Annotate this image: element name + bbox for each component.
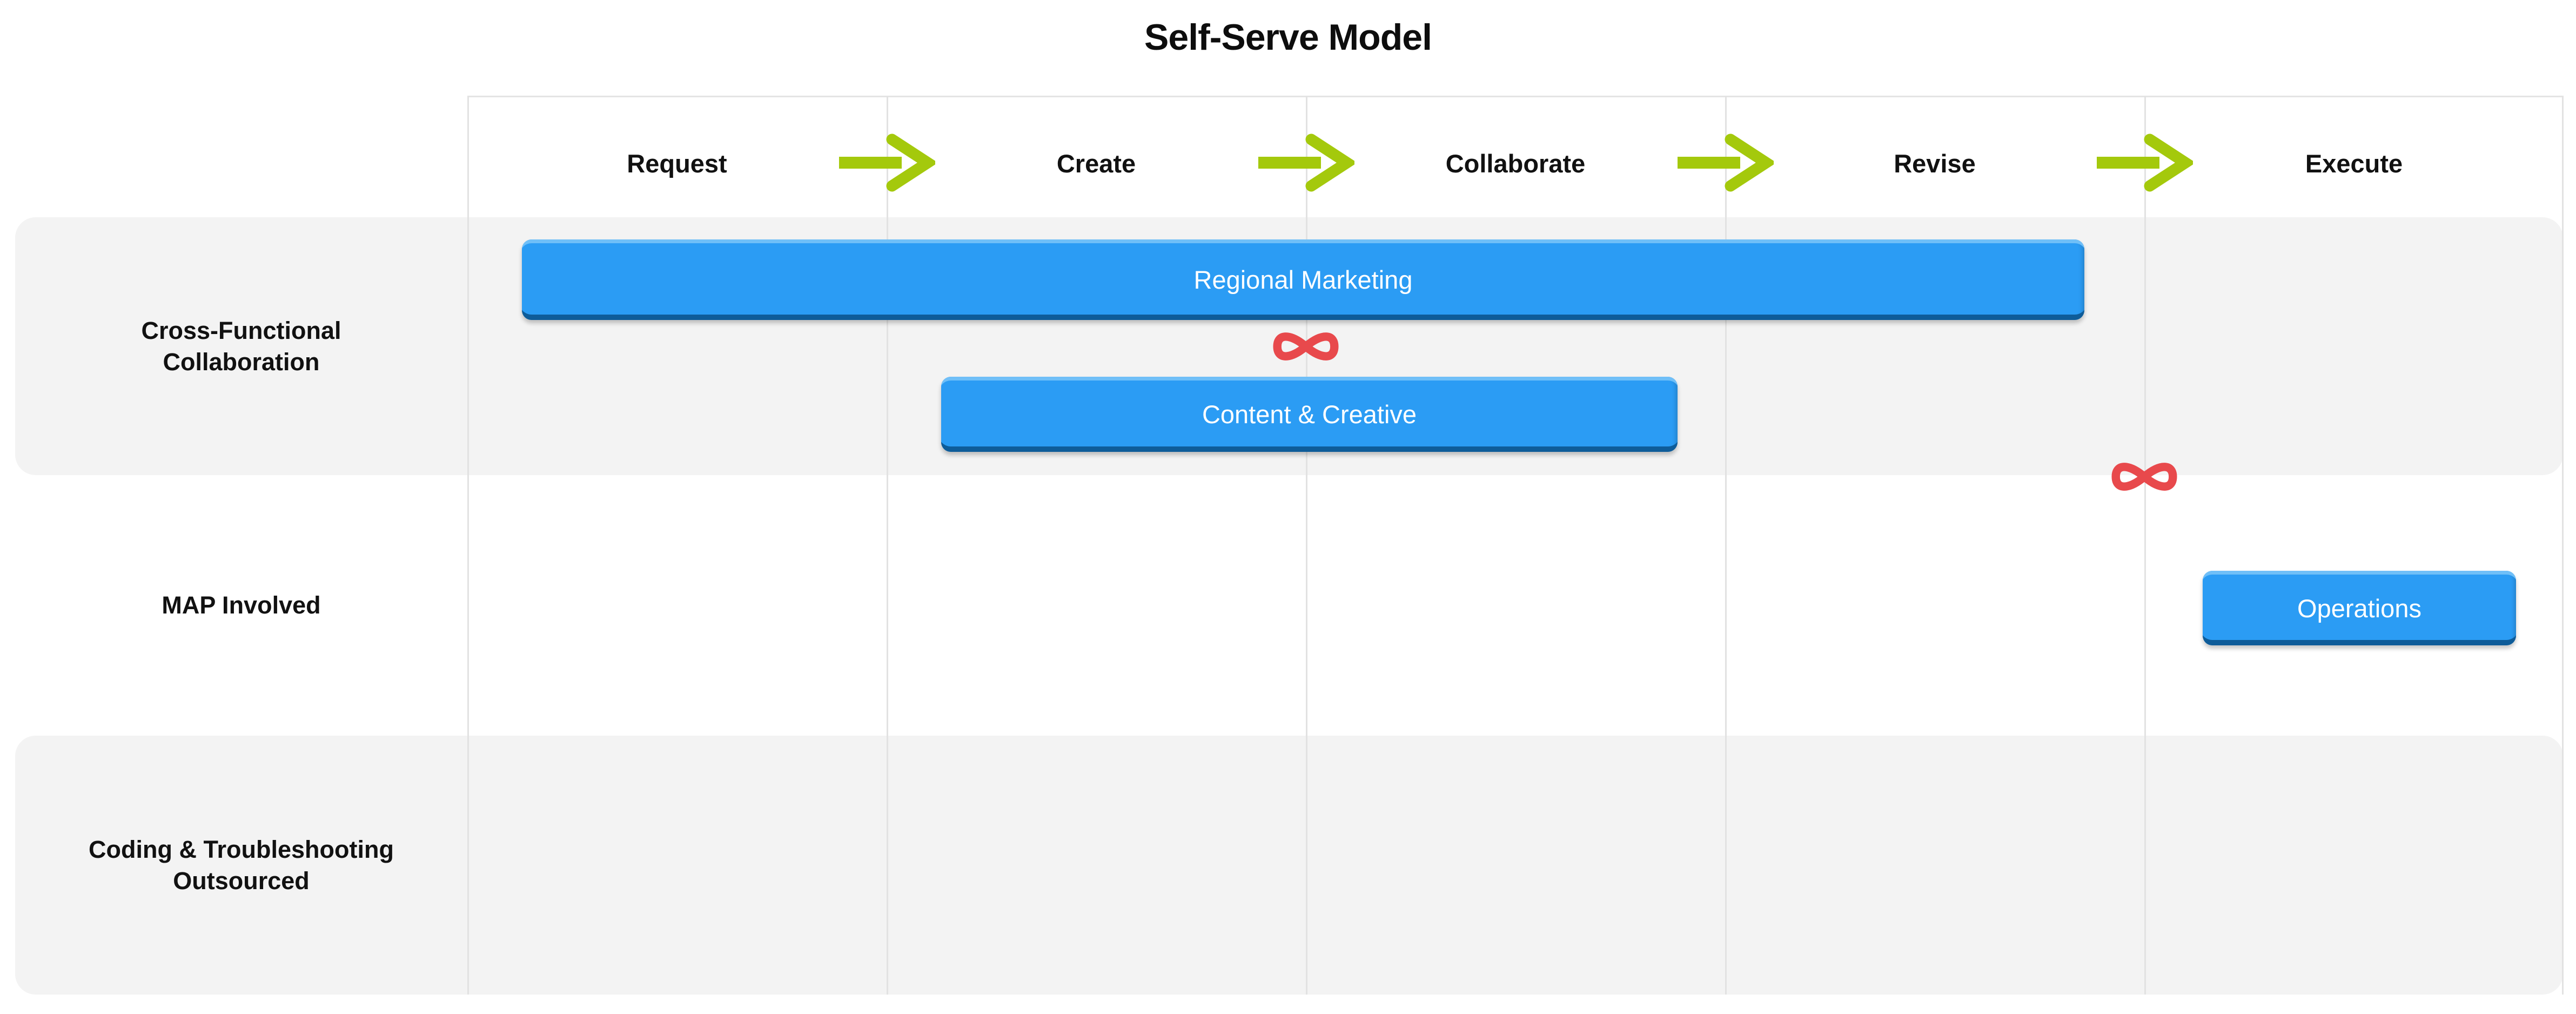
column-divider — [887, 96, 888, 995]
task-bar-label: Operations — [2297, 593, 2421, 623]
arrow-right-icon — [839, 134, 935, 192]
lane-label-cross-functional: Cross-Functional Collaboration — [15, 217, 467, 475]
task-bar-content-creative: Content & Creative — [941, 377, 1678, 452]
column-divider — [1725, 96, 1727, 995]
stage-header-collaborate: Collaborate — [1445, 149, 1586, 178]
lane-label-coding-outsourced: Coding & Troubleshooting Outsourced — [15, 736, 467, 995]
arrow-right-icon — [1258, 134, 1354, 192]
lane-label-text: Coding & Troubleshooting Outsourced — [89, 835, 394, 895]
task-bar-regional-marketing: Regional Marketing — [522, 239, 2084, 320]
column-divider — [2144, 96, 2146, 995]
stage-header-request: Request — [627, 149, 727, 178]
infinity-icon — [1273, 332, 1339, 361]
stage-header-revise: Revise — [1894, 149, 1976, 178]
lane-label-text: Cross-Functional Collaboration — [141, 316, 341, 376]
stage-header-create: Create — [1056, 149, 1136, 178]
column-divider — [467, 96, 469, 995]
arrow-right-icon — [1678, 134, 1774, 192]
stage-header-execute: Execute — [2305, 149, 2403, 178]
lane-label-text: MAP Involved — [162, 591, 321, 619]
task-bar-label: Regional Marketing — [1193, 265, 1413, 294]
column-divider — [1306, 96, 1307, 995]
infinity-icon — [2111, 463, 2177, 491]
lane-band-coding-outsourced — [15, 736, 2563, 995]
task-bar-label: Content & Creative — [1202, 400, 1417, 429]
grid-top-line — [467, 96, 2564, 97]
page-title: Self-Serve Model — [1144, 17, 1432, 58]
lane-label-map-involved: MAP Involved — [15, 475, 467, 736]
task-bar-operations: Operations — [2203, 571, 2516, 645]
arrow-right-icon — [2097, 134, 2193, 192]
column-divider — [2562, 96, 2564, 995]
